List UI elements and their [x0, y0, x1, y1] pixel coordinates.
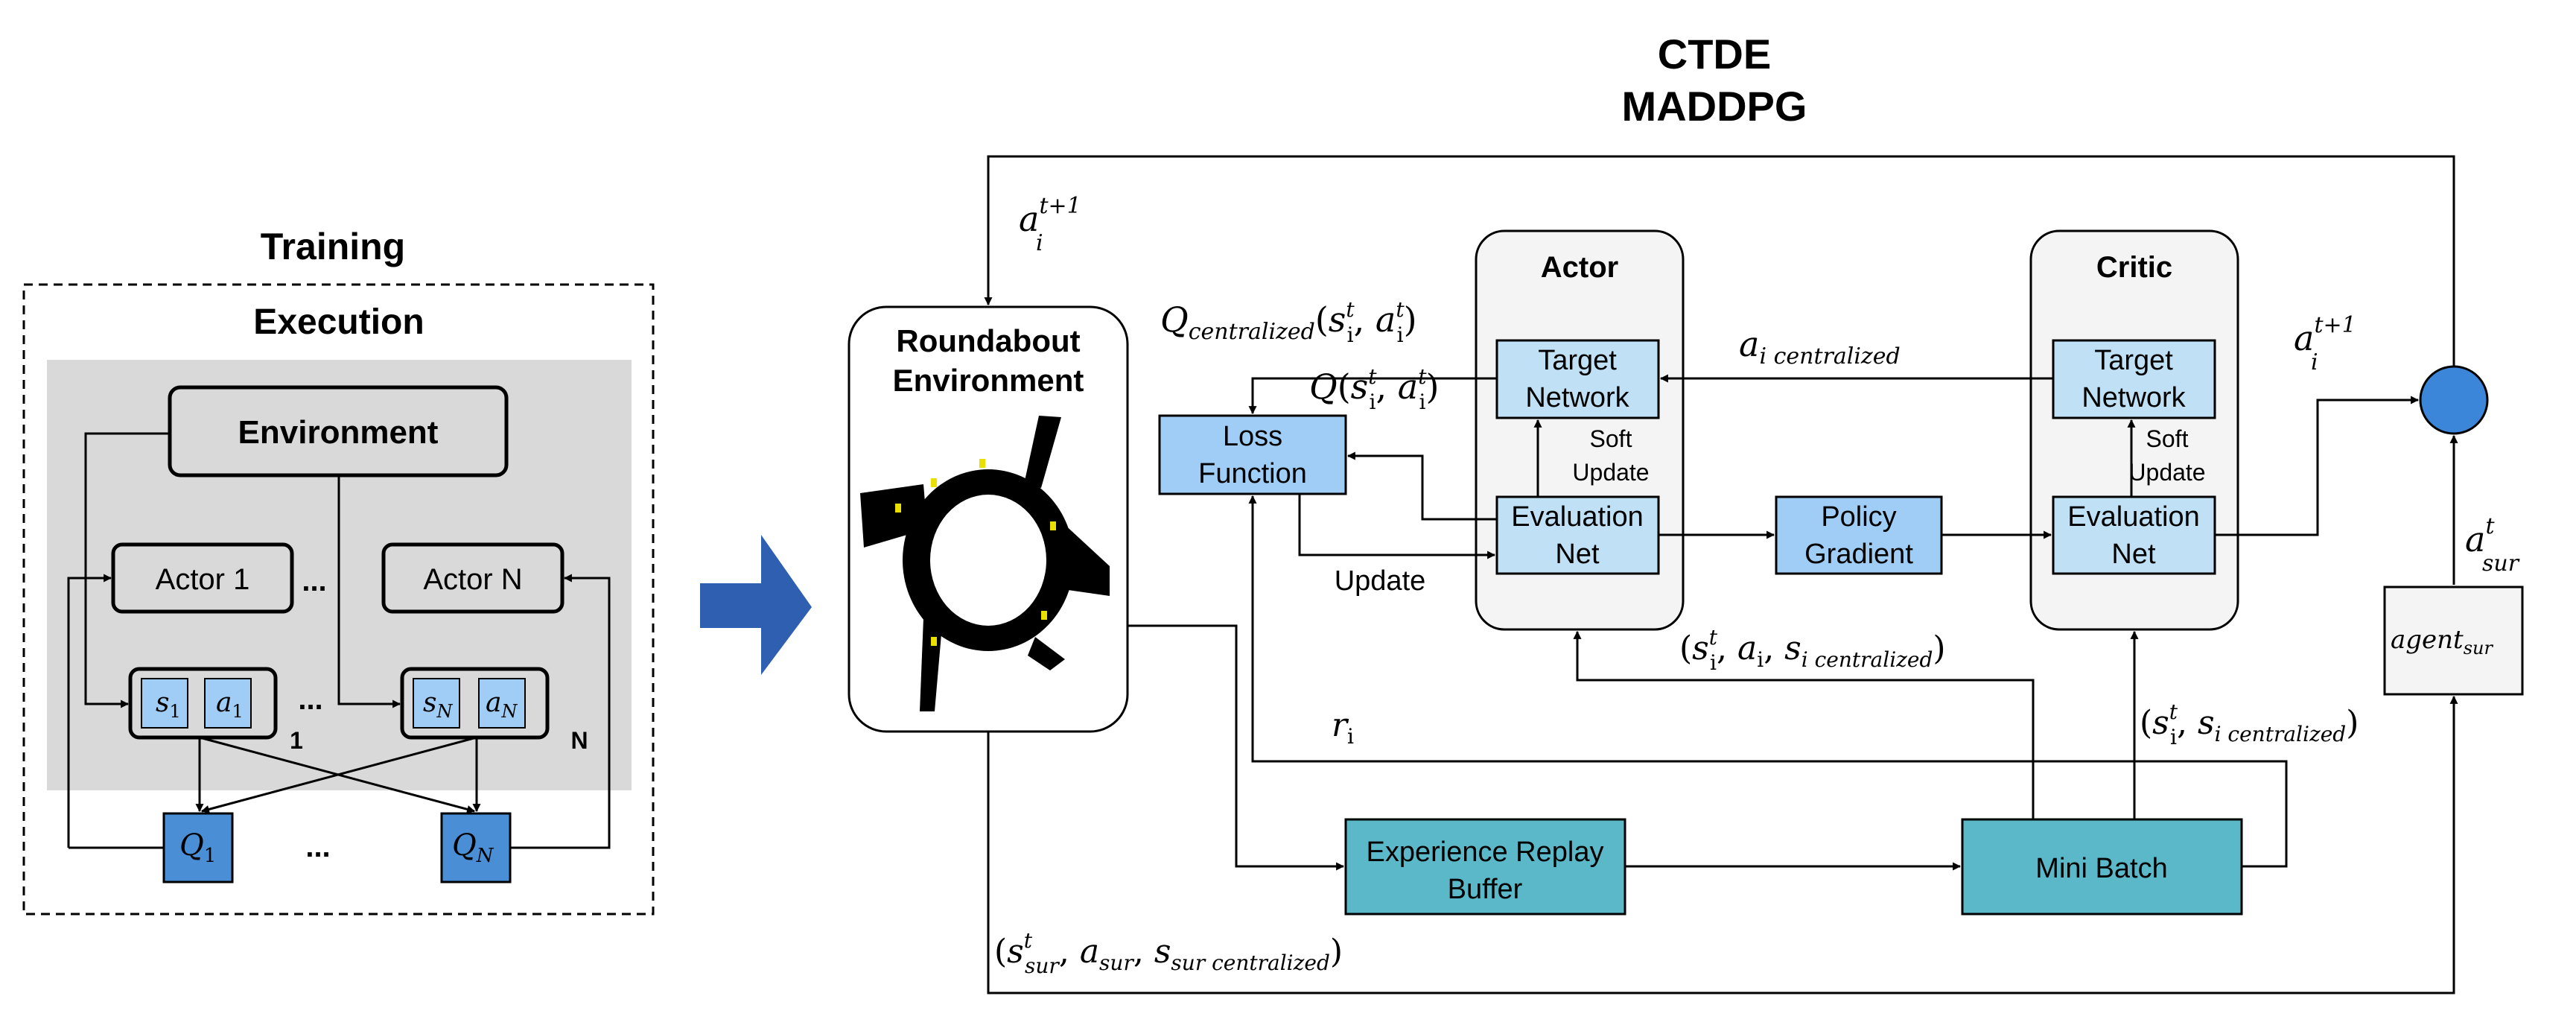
q1-box — [162, 812, 234, 883]
policy-line1: Policy — [1821, 501, 1896, 533]
a1-label: a1 — [216, 688, 244, 722]
roundabout-label-line1: Roundabout — [896, 323, 1080, 358]
s1-box — [141, 678, 188, 729]
qn-label: QN — [452, 828, 494, 867]
agent-sur-label: agentsur — [2391, 625, 2493, 659]
actor-target-line2: Network — [1525, 382, 1629, 413]
roundabout-map-icon — [860, 416, 1110, 711]
actor-target-network-box — [1495, 339, 1660, 419]
policy-gradient-box — [1775, 495, 1943, 575]
critic-eval-line1: Evaluation — [2067, 501, 2199, 533]
loss-function-box — [1158, 414, 1347, 495]
sn-box — [413, 678, 460, 729]
actor-evaluation-net-box — [1495, 495, 1660, 575]
actor-n-label: Actor N — [423, 563, 522, 596]
critic-target-line1: Target — [2094, 345, 2173, 376]
agent-n-index: N — [570, 727, 588, 754]
right-arrow-icon — [700, 535, 812, 675]
environment-label: Environment — [238, 414, 439, 451]
critic-eval-line2: Net — [2111, 539, 2156, 570]
execution-title: Execution — [253, 302, 424, 342]
right-panel: CTDE MADDPG Roundabout Environment Actor… — [847, 31, 2524, 994]
mini-batch-label: Mini Batch — [2035, 853, 2167, 884]
critic-soft-update-line2: Update — [2128, 459, 2205, 486]
q1-label: Q1 — [179, 828, 216, 867]
q-dots: ... — [305, 831, 330, 863]
actor-soft-update-line1: Soft — [1590, 425, 1632, 452]
roundabout-label-line2: Environment — [893, 363, 1084, 398]
loss-line1: Loss — [1223, 421, 1282, 452]
actor-dots: ... — [302, 565, 326, 597]
training-title: Training — [261, 226, 405, 267]
critic-target-line2: Network — [2082, 382, 2186, 413]
actor-1-box — [111, 542, 294, 614]
an-label: aN — [486, 688, 518, 722]
loss-line2: Function — [1198, 458, 1307, 489]
actor-1-label: Actor 1 — [156, 563, 250, 596]
actor-n-box — [381, 542, 565, 614]
a-centralized-label: ai centralized — [1739, 324, 1901, 369]
sn-label: sN — [423, 688, 453, 722]
experience-replay-buffer-box — [1344, 818, 1626, 916]
critic-title: Critic — [2096, 251, 2172, 284]
critic-evaluation-net-box — [2052, 495, 2216, 575]
update-label: Update — [1335, 565, 1426, 597]
obs-dots: ... — [298, 683, 322, 716]
an-box — [478, 678, 526, 729]
critic-target-network-box — [2052, 339, 2216, 419]
actor-target-line1: Target — [1538, 345, 1617, 376]
a1-box — [204, 678, 252, 729]
actor-soft-update-line2: Update — [1572, 459, 1649, 486]
actor-title: Actor — [1541, 251, 1618, 284]
training-frame — [22, 283, 655, 916]
actor-eval-line2: Net — [1555, 539, 1600, 570]
maddpg-title: MADDPG — [1622, 83, 1807, 130]
agent-sur-box — [2383, 586, 2524, 696]
right-connectors — [984, 155, 2458, 994]
agent-1-index: 1 — [290, 727, 303, 754]
left-connectors — [67, 432, 611, 849]
policy-line2: Gradient — [1804, 539, 1913, 570]
left-panel: Training Execution Environment Actor 1 .… — [22, 226, 655, 916]
ctde-title: CTDE — [1658, 31, 1771, 77]
experience-line1: Experience Replay — [1367, 837, 1604, 868]
experience-line2: Buffer — [1448, 874, 1523, 905]
critic-soft-update-line1: Soft — [2146, 425, 2189, 452]
merge-circle-icon — [2419, 365, 2489, 435]
qn-box — [440, 812, 512, 883]
actor-eval-line1: Evaluation — [1511, 501, 1643, 533]
reward-label: ri — [1332, 706, 1354, 749]
s1-label: s1 — [156, 688, 181, 722]
